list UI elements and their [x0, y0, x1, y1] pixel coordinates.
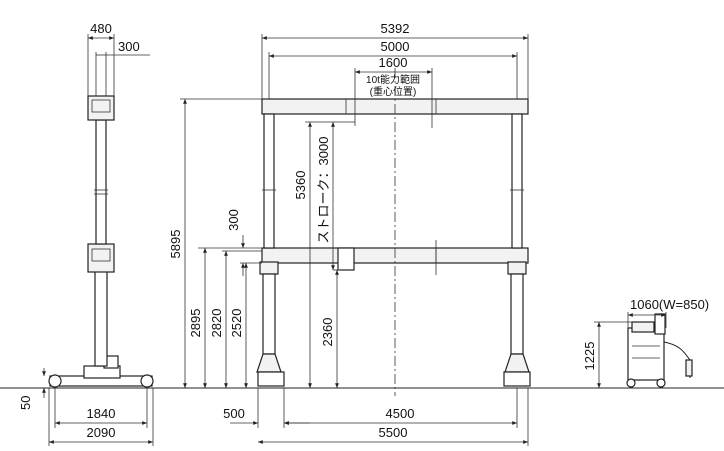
dim-overall-length: 5500 — [379, 425, 408, 440]
left-foot-base — [257, 371, 285, 387]
dim-leg-offset: 500 — [223, 406, 245, 421]
dim-side-top-width: 480 — [90, 21, 112, 36]
dim-base-inner-width: 1840 — [87, 406, 116, 421]
side-upper-column — [95, 119, 107, 245]
side-lower-column — [94, 269, 108, 367]
dim-beam-depth: 300 — [226, 209, 241, 231]
trolley-block — [337, 247, 355, 271]
dim-side-inner-width: 300 — [118, 39, 140, 54]
capacity-note-line2: (重心位置) — [370, 85, 417, 98]
power-unit-wheel-left — [626, 378, 636, 388]
dim-height-2520: 2520 — [229, 309, 244, 338]
right-foot — [504, 353, 530, 373]
left-foot — [256, 353, 282, 373]
power-unit-tank — [631, 321, 655, 333]
side-view: 480 300 50 1840 2090 — [18, 21, 154, 446]
dim-height-2820: 2820 — [209, 309, 224, 338]
dim-total-height: 5895 — [168, 230, 183, 259]
side-wheel-left — [48, 374, 62, 388]
dim-base-height: 50 — [18, 396, 33, 410]
right-upper-column — [511, 113, 523, 249]
right-foot-base — [503, 371, 531, 387]
front-view: 5392 5000 1600 10t能力範囲 (重心位置) 5895 5360 … — [168, 21, 531, 446]
dim-unit-height: 1225 — [582, 342, 597, 371]
dim-base-outer-width: 2090 — [87, 425, 116, 440]
dim-overall-width: 5392 — [381, 21, 410, 36]
power-unit-view: 1060(W=850) 1225 — [582, 297, 709, 388]
capacity-note-line1: 10t能力範囲 — [366, 73, 420, 86]
power-unit-motor — [654, 313, 666, 335]
right-leg-head — [507, 261, 527, 275]
left-lower-column — [262, 273, 276, 355]
side-wheel-right — [140, 374, 154, 388]
stroke-label: ストローク：3000 — [316, 137, 331, 244]
dim-leg-span: 4500 — [386, 406, 415, 421]
right-lower-column — [510, 273, 524, 355]
power-unit-body — [627, 327, 665, 381]
dim-lift-height: 5360 — [293, 171, 308, 200]
dim-height-2360: 2360 — [320, 318, 335, 347]
dim-unit-width: 1060(W=850) — [630, 297, 709, 312]
pendant-switch — [685, 359, 693, 377]
dim-beam-span: 5000 — [381, 39, 410, 54]
dim-load-range: 1600 — [379, 55, 408, 70]
dim-height-2895: 2895 — [188, 309, 203, 338]
left-upper-column — [263, 113, 275, 249]
left-leg-head — [259, 261, 279, 275]
power-unit-wheel-right — [656, 378, 666, 388]
